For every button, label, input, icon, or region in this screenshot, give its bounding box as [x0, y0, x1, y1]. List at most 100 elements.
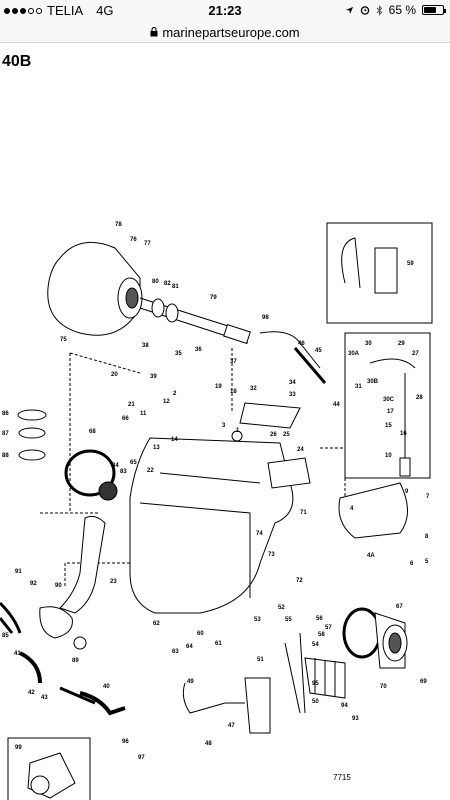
part-callout-25: 25 [283, 432, 290, 438]
exhaust-hose [59, 515, 106, 614]
part-callout-42: 42 [28, 690, 35, 696]
part-callout-44: 44 [333, 402, 340, 408]
part-callout-46: 46 [298, 341, 305, 347]
part-callout-18: 18 [230, 389, 237, 395]
part-callout-65: 65 [130, 460, 137, 466]
part-callout-59: 59 [407, 261, 414, 267]
part-callout-29: 29 [398, 341, 405, 347]
part-callout-27: 27 [412, 351, 419, 357]
part-callout-2: 2 [173, 391, 177, 397]
part-callout-35: 35 [175, 351, 182, 357]
inset-box-bottom [7, 737, 91, 800]
part-callout-66: 66 [122, 416, 129, 422]
network-type: 4G [96, 3, 114, 18]
part-callout-51: 51 [257, 657, 264, 663]
part-callout-79: 79 [210, 295, 217, 301]
status-bar: TELIA 4G 21:23 65 % [0, 0, 450, 22]
part-callout-14: 14 [171, 437, 178, 443]
battery-icon [422, 5, 446, 15]
part-callout-47: 47 [228, 723, 235, 729]
part-callout-92: 92 [30, 581, 37, 587]
part-callout-40: 40 [103, 684, 110, 690]
part-callout-20: 20 [111, 372, 118, 378]
inset-box-top [326, 222, 433, 324]
status-icons: 65 % [345, 3, 446, 17]
part-callout-76: 76 [130, 237, 137, 243]
part-callout-31: 31 [355, 384, 362, 390]
part-callout-84: 84 [112, 463, 119, 469]
part-callout-91: 91 [15, 569, 22, 575]
part-callout-23: 23 [110, 579, 117, 585]
part-callout-78: 78 [115, 222, 122, 228]
part-callout-70: 70 [380, 684, 387, 690]
part-callout-60: 60 [197, 631, 204, 637]
part-callout-17: 17 [387, 409, 394, 415]
url-text: marinepartseurope.com [162, 24, 300, 40]
part-callout-30c: 30C [383, 397, 395, 403]
part-callout-38: 38 [142, 343, 149, 349]
part-callout-10: 10 [385, 453, 392, 459]
part-callout-63: 63 [172, 649, 179, 655]
inset-box-middle [344, 332, 431, 479]
part-callout-3: 3 [222, 423, 226, 429]
address-bar[interactable]: marinepartseurope.com [0, 22, 450, 43]
part-callout-28: 28 [416, 395, 423, 401]
part-callout-56: 56 [316, 616, 323, 622]
part-callout-4a: 4A [367, 553, 375, 559]
signal-strength-icon [4, 7, 42, 14]
lock-icon [150, 27, 158, 37]
cut-off-title: ▬▬ ▬▬▬▬▬ ▬▬ ▬▬▬▬▬ ▬▬▬▬ ▬▬▬▬ ▬▬▬▬▬ ▬▬ ▬▬▬ [30, 43, 450, 45]
part-callout-89: 89 [72, 658, 79, 664]
part-callout-4: 4 [350, 506, 354, 512]
part-callout-67: 67 [396, 604, 403, 610]
part-callout-57: 57 [325, 625, 332, 631]
bluetooth-icon [376, 4, 382, 16]
part-callout-94: 94 [341, 703, 348, 709]
part-callout-32: 32 [250, 386, 257, 392]
part-callout-5: 5 [425, 559, 429, 565]
page-title: 40B [2, 53, 32, 70]
part-callout-62: 62 [153, 621, 160, 627]
part-callout-26: 26 [270, 432, 277, 438]
part-callout-54: 54 [312, 642, 319, 648]
part-callout-72: 72 [296, 578, 303, 584]
part-callout-77: 77 [144, 241, 151, 247]
part-callout-74: 74 [256, 531, 263, 537]
part-callout-30a: 30A [348, 351, 360, 357]
part-callout-15: 15 [385, 423, 392, 429]
part-callout-16: 16 [400, 431, 407, 437]
part-callout-34: 34 [289, 380, 296, 386]
carrier-name: TELIA [47, 3, 84, 18]
part-callout-86: 86 [2, 411, 9, 417]
part-callout-87: 87 [2, 431, 9, 437]
part-callout-12: 12 [163, 399, 170, 405]
part-callout-21: 21 [128, 402, 135, 408]
part-callout-37: 37 [230, 359, 237, 365]
part-callout-98: 98 [262, 315, 269, 321]
part-callout-7: 7 [426, 494, 430, 500]
part-callout-82: 82 [164, 281, 171, 287]
part-callout-75: 75 [60, 337, 67, 343]
part-callout-95: 95 [312, 681, 319, 687]
part-callout-64: 64 [186, 644, 193, 650]
part-callout-19: 19 [215, 384, 222, 390]
gear-sector [338, 482, 408, 539]
parts-diagram[interactable]: 1234567891011121314151617181920212223242… [0, 173, 450, 800]
part-callout-45: 45 [315, 348, 322, 354]
part-callout-88: 88 [2, 453, 9, 459]
part-callout-68: 68 [89, 429, 96, 435]
part-callout-96: 96 [122, 739, 129, 745]
part-callout-11: 11 [140, 411, 147, 417]
clock: 21:23 [208, 3, 242, 18]
part-callout-52: 52 [278, 605, 285, 611]
part-callout-43: 43 [41, 695, 48, 701]
part-callout-69: 69 [420, 679, 427, 685]
part-callout-99: 99 [15, 745, 22, 751]
part-callout-80: 80 [152, 279, 159, 285]
part-callout-53: 53 [254, 617, 261, 623]
part-callout-97: 97 [138, 755, 145, 761]
part-callout-58: 58 [318, 632, 325, 638]
page-content: ▬▬ ▬▬▬▬▬ ▬▬ ▬▬▬▬▬ ▬▬▬▬ ▬▬▬▬ ▬▬▬▬▬ ▬▬ ▬▬▬… [0, 43, 450, 800]
part-callout-83: 83 [120, 469, 127, 475]
part-callout-30: 30 [365, 341, 372, 347]
